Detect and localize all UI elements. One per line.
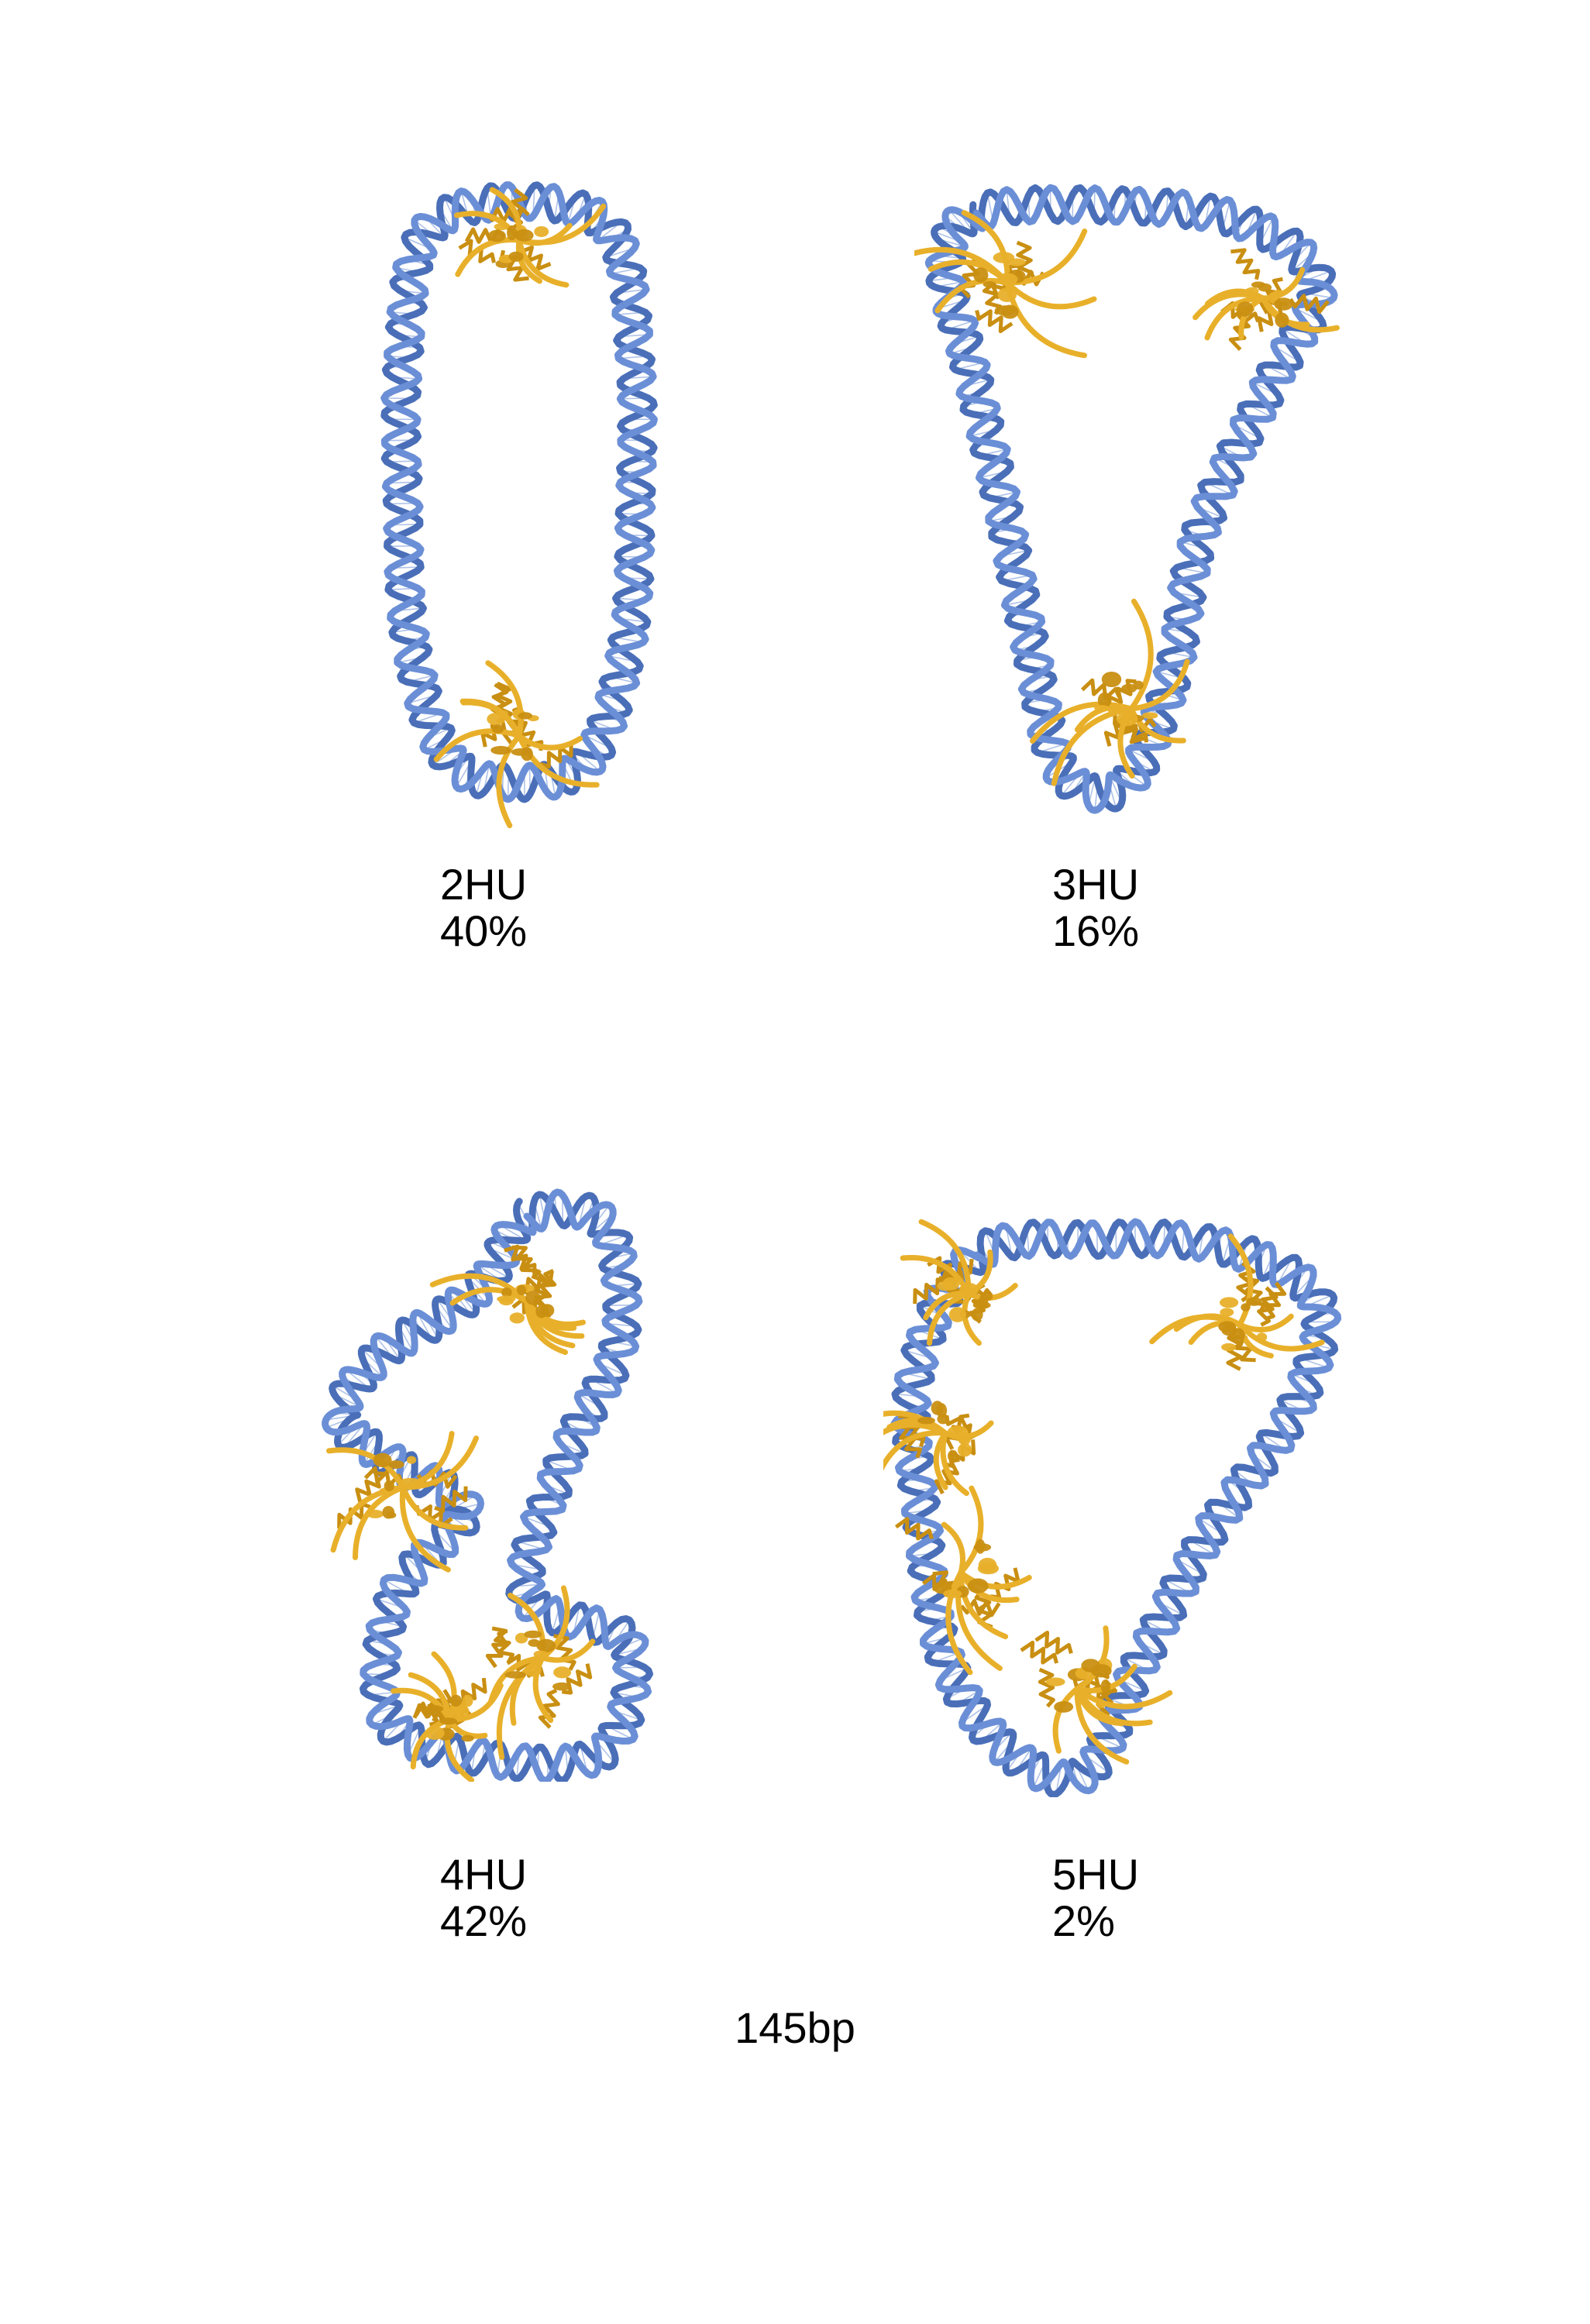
hu-protein-3 xyxy=(485,1585,596,1760)
complex-name: 3HU xyxy=(1052,860,1140,909)
hu-protein-3 xyxy=(883,1401,994,1497)
hu-protein-2 xyxy=(1149,1233,1325,1371)
complex-label-4hu: 4HU 42% xyxy=(440,1851,527,1944)
complex-label-3hu: 3HU 16% xyxy=(1052,861,1139,954)
complex-percent: 42% xyxy=(440,1896,528,1945)
complex-name: 2HU xyxy=(440,860,528,909)
hu-protein-2 xyxy=(433,660,600,829)
complex-percent: 2% xyxy=(1052,1896,1115,1945)
dna-hu-complex-5hu xyxy=(883,1218,1342,1797)
complex-percent: 40% xyxy=(440,906,528,955)
dna-hu-complex-2hu xyxy=(380,181,658,829)
hu-protein-1 xyxy=(900,1219,1018,1346)
hu-protein-2 xyxy=(1192,248,1340,352)
hu-protein-1 xyxy=(429,1244,586,1356)
hu-protein-2 xyxy=(326,1431,479,1573)
dna-hu-complex-3hu xyxy=(914,184,1340,814)
complex-percent: 16% xyxy=(1052,906,1140,955)
hu-protein-4 xyxy=(894,1485,1032,1676)
hu-protein-1 xyxy=(914,210,1097,359)
dna-length-caption: 145bp xyxy=(735,2003,855,2052)
hu-protein-5 xyxy=(1020,1625,1173,1765)
dna-double-helix xyxy=(380,181,658,803)
complex-label-5hu: 5HU 2% xyxy=(1052,1851,1139,1944)
complex-label-2hu: 2HU 40% xyxy=(440,861,527,954)
complex-name: 5HU xyxy=(1052,1850,1140,1899)
dna-hu-complex-4hu xyxy=(322,1188,653,1782)
hu-protein-1 xyxy=(454,187,607,288)
complex-name: 4HU xyxy=(440,1850,528,1899)
hu-protein-4 xyxy=(391,1651,504,1782)
hu-protein-3 xyxy=(1030,598,1190,786)
